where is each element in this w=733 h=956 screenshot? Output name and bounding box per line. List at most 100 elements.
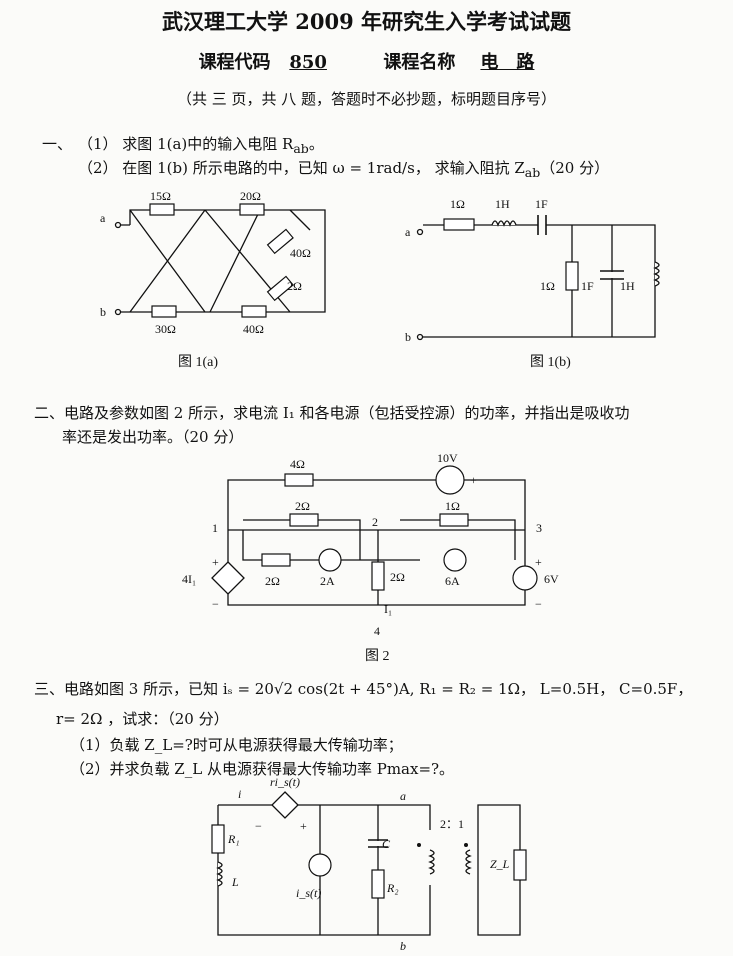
plus-sign: + xyxy=(212,555,219,569)
course-info: 课程代码 850 课程名称 电 路 xyxy=(0,48,733,74)
current-source-is xyxy=(308,853,332,877)
resistor-40a xyxy=(266,228,294,255)
figure-1b: a b 1Ω 1H 1F 1Ω 1F 1H 图 1(b) xyxy=(405,197,660,370)
resistor-20 xyxy=(239,203,265,216)
label-i: i xyxy=(238,787,241,801)
minus-sign: − xyxy=(535,597,542,611)
resistor-r2 xyxy=(371,869,385,899)
label-4ohm: 4Ω xyxy=(290,457,305,471)
label-a: a xyxy=(400,789,406,803)
dependent-source xyxy=(211,561,245,595)
q2-line1: 二、电路及参数如图 2 所示，求电流 I₁ 和各电源（包括受控源）的功率，并指出… xyxy=(34,404,630,422)
terminal-a xyxy=(416,228,424,236)
q1-part2: （2） 在图 1(b) 所示电路的中，已知 ω = 1rad/s， 求输入阻抗 … xyxy=(78,157,609,180)
resistor-30 xyxy=(151,305,177,318)
resistor-2ohm-c xyxy=(371,561,385,591)
minus-sign: − xyxy=(420,473,427,487)
label-ris: ri_s(t) xyxy=(270,775,300,789)
course-code-label: 课程代码 xyxy=(198,52,271,73)
label-c2: 1F xyxy=(581,279,594,293)
q2-line2: 率还是发出功率。（20 分） xyxy=(62,428,244,446)
label-b: b xyxy=(400,939,406,953)
label-r2: 1Ω xyxy=(540,279,555,293)
label-b: b xyxy=(100,305,106,319)
capacitor-shunt xyxy=(600,270,624,280)
label-2ohm-a: 2Ω xyxy=(295,499,310,513)
label-r1: R₁ xyxy=(227,832,240,846)
capacitor-gap xyxy=(601,272,623,278)
label-r2: R₂ xyxy=(386,881,399,895)
label-l1: 1H xyxy=(495,197,510,211)
label-l2: 1H xyxy=(620,279,635,293)
plus-sign: + xyxy=(300,819,307,833)
q1-part2-end: （20 分） xyxy=(540,159,610,177)
q1-part1-sub: ab xyxy=(293,141,309,156)
wire xyxy=(289,209,311,231)
label-c1: 1F xyxy=(535,197,548,211)
wires xyxy=(217,804,521,936)
resistor-40b xyxy=(241,305,267,318)
q1-part1: （1） 求图 1(a)中的输入电阻 Rab。 xyxy=(78,133,324,156)
course-name-label: 课程名称 xyxy=(383,52,456,73)
resistor-15 xyxy=(149,203,175,216)
terminal-b xyxy=(114,308,122,316)
dot-marker xyxy=(464,843,468,847)
label-2: 2Ω xyxy=(287,279,302,293)
label-b: b xyxy=(405,330,411,344)
capacitor-gap xyxy=(370,841,386,846)
resistor-2ohm-a xyxy=(289,513,319,527)
wires xyxy=(120,209,326,313)
q1-part1-end: 。 xyxy=(308,135,324,153)
dependent-voltage-source xyxy=(271,791,299,819)
resistor-1ohm xyxy=(439,513,469,527)
label-15: 15Ω xyxy=(150,189,171,203)
plus-sign: + xyxy=(470,473,477,487)
label-c: C xyxy=(382,837,391,851)
label-i1: I₁ xyxy=(384,602,392,616)
figure-1a: a b 15Ω 20Ω 40Ω 2Ω 30Ω 40Ω 图 1(a) xyxy=(100,189,326,370)
capacitor-c xyxy=(368,839,388,848)
inductor-1h xyxy=(491,220,517,227)
figure-2: 4Ω 10V − + 2Ω 1Ω 1 2 3 4 4I₁ + − 2Ω 2A 2… xyxy=(182,451,559,664)
load-zl xyxy=(513,849,527,881)
label-l: L xyxy=(231,875,239,889)
terminal-a xyxy=(114,221,122,229)
label-r1: 1Ω xyxy=(450,197,465,211)
resistor-r1 xyxy=(211,824,225,854)
label-1ohm: 1Ω xyxy=(445,499,460,513)
label-2a: 2A xyxy=(320,574,335,588)
label-is: i_s(t) xyxy=(296,886,321,900)
course-code: 850 xyxy=(289,52,327,73)
current-source-6a xyxy=(443,548,467,572)
caption-1b: 图 1(b) xyxy=(530,355,571,370)
label-ratio: 2：1 xyxy=(440,817,464,831)
q1-number: 一、 xyxy=(42,135,73,153)
label-2ohm-c: 2Ω xyxy=(390,570,405,584)
q1-part2-text: （2） 在图 1(b) 所示电路的中，已知 ω = 1rad/s， 求输入阻抗 … xyxy=(78,159,525,177)
minus-sign: − xyxy=(255,819,262,833)
label-4i1: 4I₁ xyxy=(182,572,196,586)
voltage-source-6v xyxy=(512,565,538,591)
exam-note: （共 三 页，共 八 题，答题时不必抄题，标明题目序号） xyxy=(176,90,557,108)
terminal-b xyxy=(416,333,424,341)
label-40a: 40Ω xyxy=(290,246,311,260)
label-a: a xyxy=(405,225,411,239)
q3-line1: 三、电路如图 3 所示，已知 iₛ = 20√2 cos(2t + 45°)A,… xyxy=(34,680,693,698)
q1-part2-sub: ab xyxy=(524,165,541,180)
label-zl: Z_L xyxy=(490,857,510,871)
inductor-shunt xyxy=(653,261,660,287)
exam-title: 武汉理工大学 2009 年研究生入学考试试题 xyxy=(161,9,572,34)
label-2ohm-b: 2Ω xyxy=(265,574,280,588)
capacitor-1f xyxy=(537,215,547,235)
q3-part2: （2）并求负载 Z_L 从电源获得最大传输功率 Pmax=?。 xyxy=(70,760,455,778)
plus-sign: + xyxy=(535,555,542,569)
caption-2: 图 2 xyxy=(365,649,390,664)
label-6a: 6A xyxy=(445,574,460,588)
node-4: 4 xyxy=(374,624,380,638)
figure-3: i ri_s(t) − + a b R₁ L i_s(t) C R₂ 2：1 Z… xyxy=(211,775,527,953)
resistor-4ohm xyxy=(284,473,314,487)
course-name: 电 路 xyxy=(480,52,535,73)
minus-sign: − xyxy=(212,597,219,611)
